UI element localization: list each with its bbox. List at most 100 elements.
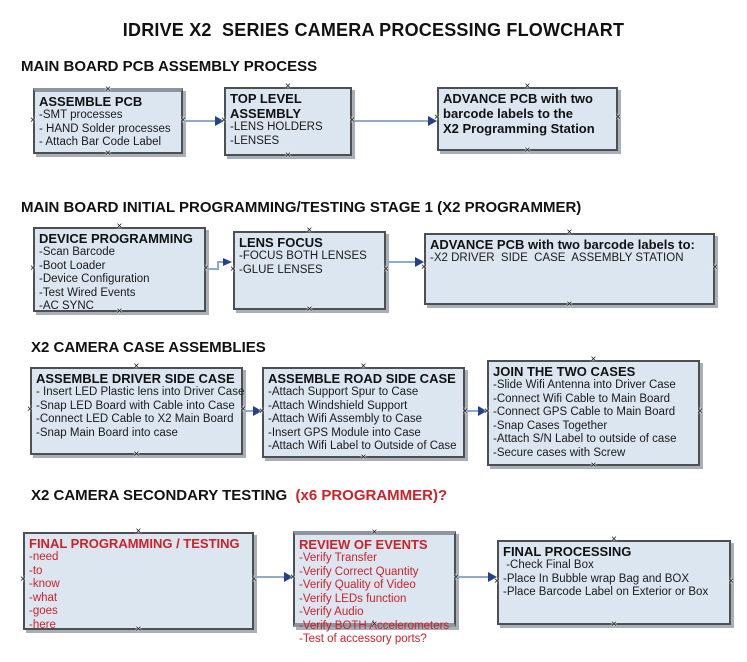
- box-item: -Place In Bubble wrap Bag and BOX: [503, 572, 690, 585]
- box-item: -Boot Loader: [39, 259, 106, 272]
- box-item: -Check Final Box: [503, 559, 594, 571]
- box-item: -Snap Cases Together: [493, 419, 608, 432]
- box-item: -Place Barcode Label on Exterior or Box: [503, 586, 709, 598]
- box-title: DEVICE PROGRAMMING: [39, 231, 193, 246]
- flow-box-assemble-driver-side-case: ASSEMBLE DRIVER SIDE CASE - Insert LED P…: [27, 362, 246, 460]
- box-title: ASSEMBLE PCB: [39, 94, 143, 109]
- box-item: -Verify Quality of Video: [299, 579, 416, 591]
- box-item: -Attach Wifi Assembly to Case: [268, 413, 423, 425]
- connector-arrow: [184, 115, 224, 127]
- anchor-x-mark: ×: [566, 299, 573, 310]
- box-item: -Verify Correct Quantity: [299, 565, 419, 578]
- section-header-pcb-assembly: MAIN BOARD PCB ASSEMBLY PROCESS: [21, 58, 318, 75]
- box-item: -Verify LEDs function: [299, 592, 407, 605]
- flow-box-assemble-road-side-case: ASSEMBLE ROAD SIDE CASE -Attach Support …: [259, 362, 468, 463]
- box-item: -Attach Wifi Label to Outside of Case: [268, 440, 457, 452]
- box-item: -Slide Wifi Antenna into Driver Case: [493, 379, 676, 391]
- connector-arrow: [354, 115, 437, 127]
- connector-arrow: [255, 571, 293, 583]
- box-title: JOIN THE TWO CASES: [493, 364, 636, 379]
- connector-arrow: [244, 405, 262, 417]
- box-item: -Snap LED Board with Cable into Case: [36, 399, 235, 412]
- section-header-red-suffix: (x6 PROGRAMMER)?: [291, 487, 448, 504]
- anchor-x-mark: ×: [20, 574, 26, 585]
- connector-arrow: [387, 256, 424, 268]
- arrow-line: [466, 410, 480, 412]
- anchor-x-mark: ×: [27, 404, 33, 415]
- arrow-line: [354, 120, 430, 122]
- arrow-line: [244, 410, 255, 412]
- box-item: -FOCUS BOTH LENSES: [239, 250, 367, 262]
- box-item: -Verify Audio: [299, 606, 364, 618]
- box-item: -here: [29, 618, 56, 631]
- flow-box-final-programming-testing: FINAL PROGRAMMING / TESTING -need -to -k…: [20, 527, 257, 635]
- box-item: -Test of accessory ports?: [299, 633, 427, 645]
- box-item: -goes: [29, 605, 58, 617]
- section-header-initial-programming: MAIN BOARD INITIAL PROGRAMMING/TESTING S…: [21, 199, 582, 216]
- section-header-text: X2 CAMERA SECONDARY TESTING: [31, 487, 292, 504]
- box-title: ASSEMBLE ROAD SIDE CASE: [268, 371, 456, 386]
- arrow-head-icon: [253, 406, 262, 416]
- anchor-x-mark: ×: [712, 262, 718, 273]
- arrow-line: [184, 120, 217, 122]
- anchor-x-mark: ×: [285, 150, 291, 161]
- flow-box-final-processing: FINAL PROCESSING -Check Final Box -Place…: [494, 535, 734, 630]
- box-item: -Attach S/N Label to outside of case: [493, 433, 677, 445]
- box-item: -GLUE LENSES: [239, 263, 323, 276]
- connector-arrow: [457, 571, 497, 583]
- flow-box-review-of-events: REVIEW OF EVENTS -Verify Transfer -Verif…: [290, 528, 459, 646]
- arrow-head-icon: [284, 572, 293, 582]
- box-title: LENS FOCUS: [239, 235, 323, 250]
- box-item: -know: [29, 578, 60, 590]
- box-title: TOP LEVEL ASSEMBLY: [230, 91, 302, 121]
- box-item: -to: [29, 564, 43, 577]
- box-title: FINAL PROCESSING: [503, 544, 632, 559]
- arrow-head-icon: [215, 116, 224, 126]
- box-item: -Verify Transfer: [299, 552, 377, 564]
- anchor-x-mark: ×: [590, 460, 597, 471]
- anchor-x-mark: ×: [133, 449, 140, 460]
- box-title: REVIEW OF EVENTS: [299, 537, 428, 552]
- anchor-x-mark: ×: [30, 115, 36, 126]
- box-item: -Attach Windshield Support: [268, 399, 408, 412]
- arrow-line: [387, 261, 417, 263]
- flow-box-advance-pcb-driver-side: ADVANCE PCB with two barcode labels to: …: [421, 228, 718, 310]
- box-item: - Insert LED Plastic lens into Driver Ca…: [36, 386, 245, 398]
- flow-box-top-level-assembly: TOP LEVEL ASSEMBLY -LENS HOLDERS -LENSES…: [221, 82, 355, 161]
- section-header-case-assemblies: X2 CAMERA CASE ASSEMBLIES: [31, 339, 266, 356]
- box-item: -Connect Wifi Cable to Main Board: [493, 392, 671, 405]
- box-title: ADVANCE PCB with two barcode labels to t…: [443, 91, 595, 136]
- flow-box-lens-focus: LENS FOCUS -FOCUS BOTH LENSES -GLUE LENS…: [230, 226, 389, 315]
- box-item: -Connect GPS Cable to Main Board: [493, 406, 676, 418]
- box-item: - Attach Bar Code Label: [39, 136, 162, 148]
- box-item: -LENSES: [230, 134, 280, 147]
- box-item: -need: [29, 551, 59, 563]
- box-item: -Attach Support Spur to Case: [268, 386, 419, 398]
- box-item: -Insert GPS Module into Case: [268, 426, 421, 439]
- anchor-x-mark: ×: [524, 145, 531, 156]
- box-item: -Connect LED Cable to X2 Main Board: [36, 413, 234, 425]
- box-item: -Verify BOTH Accelerometers: [299, 619, 450, 632]
- arrow-line: [255, 576, 286, 578]
- box-item: -Device Configuration: [39, 273, 150, 285]
- page-title: IDRIVE X2 SERIES CAMERA PROCESSING FLOWC…: [122, 20, 625, 40]
- arrow-head-icon: [415, 257, 424, 267]
- arrow-head-icon: [478, 406, 487, 416]
- connector-elbow-arrow: [207, 258, 232, 270]
- section-header-secondary-testing: X2 CAMERA SECONDARY TESTING (x6 PROGRAMM…: [31, 487, 447, 504]
- anchor-x-mark: ×: [611, 619, 617, 630]
- box-item: -Secure cases with Screw: [493, 446, 626, 459]
- anchor-x-mark: ×: [728, 575, 734, 587]
- box-item: -what: [29, 591, 58, 604]
- connector-arrow: [466, 405, 487, 417]
- flow-box-advance-pcb-programming-station: ADVANCE PCB with two barcode labels to t…: [434, 82, 621, 156]
- anchor-x-mark: ×: [615, 112, 621, 123]
- box-item: -Scan Barcode: [39, 246, 116, 258]
- anchor-x-mark: ×: [306, 304, 313, 315]
- flow-box-device-programming: DEVICE PROGRAMMING -Scan Barcode -Boot L…: [30, 222, 209, 317]
- box-title: ADVANCE PCB with two barcode labels to:: [430, 237, 695, 252]
- box-title: ASSEMBLE DRIVER SIDE CASE: [36, 371, 235, 386]
- anchor-x-mark: ×: [360, 452, 367, 463]
- box-item: -LENS HOLDERS: [230, 121, 323, 133]
